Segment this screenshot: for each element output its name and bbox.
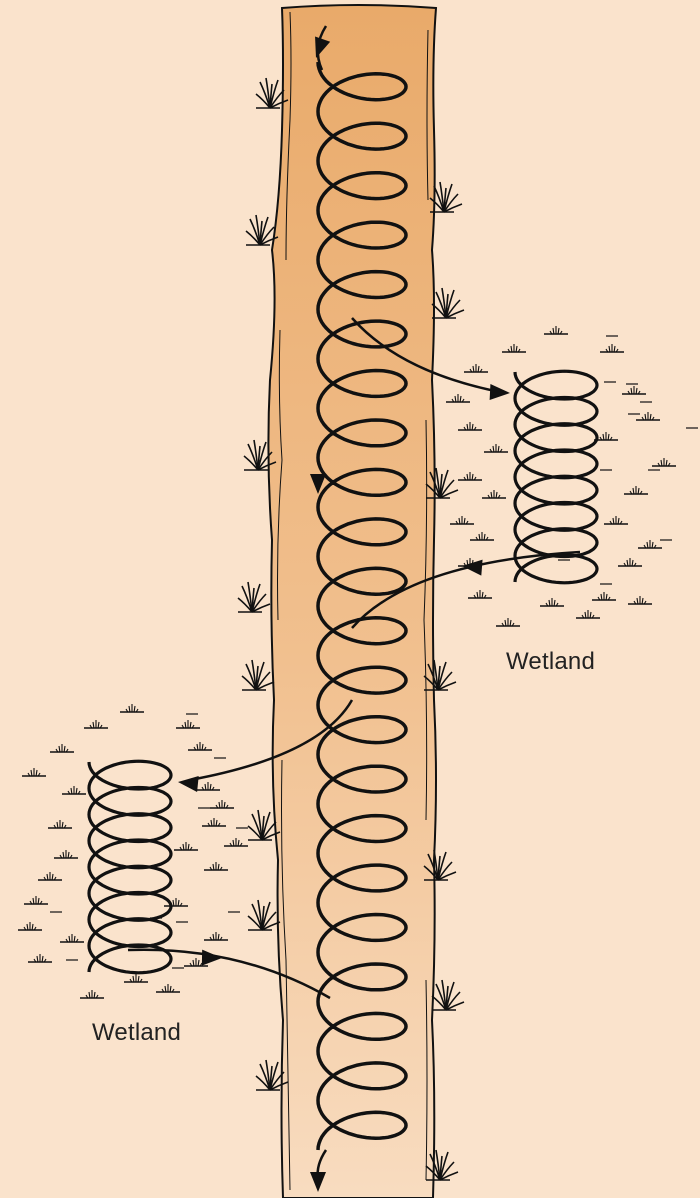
marsh-symbol — [174, 842, 198, 850]
marsh-symbol — [624, 486, 648, 494]
grass-tuft — [432, 980, 464, 1010]
marsh-symbol — [120, 704, 144, 712]
marsh-symbol — [636, 412, 660, 420]
marsh-symbol — [204, 932, 228, 940]
marsh-symbol — [60, 934, 84, 942]
marsh-symbol — [48, 820, 72, 828]
marsh-symbol — [22, 768, 46, 776]
marsh-symbol — [600, 344, 624, 352]
marsh-symbol — [622, 386, 646, 394]
marsh-symbol — [638, 540, 662, 548]
wetland-label-left: Wetland — [92, 1019, 181, 1047]
marsh-symbol — [544, 326, 568, 334]
marsh-symbol — [176, 720, 200, 728]
grass-tuft — [238, 582, 270, 612]
marsh-symbol — [484, 444, 508, 452]
marsh-symbol — [124, 974, 148, 982]
marsh-symbol — [18, 922, 42, 930]
marsh-symbol — [470, 532, 494, 540]
marsh-symbol — [604, 516, 628, 524]
wetland-label-right: Wetland — [506, 648, 595, 676]
marsh-symbol — [450, 516, 474, 524]
marsh-symbol — [458, 472, 482, 480]
marsh-symbol — [502, 344, 526, 352]
arrowhead-to-left-wetland — [178, 776, 199, 792]
marsh-symbol — [592, 592, 616, 600]
wetland-right-coil — [515, 371, 597, 583]
marsh-symbol — [224, 838, 248, 846]
marsh-symbol — [188, 742, 212, 750]
marsh-symbol — [496, 618, 520, 626]
marsh-symbol — [576, 610, 600, 618]
marsh-symbol — [464, 364, 488, 372]
grass-tuft — [248, 900, 280, 930]
arrowhead-from-left-wetland — [202, 950, 222, 966]
marsh-symbol — [618, 558, 642, 566]
stream-channel — [268, 5, 436, 1198]
marsh-symbol — [202, 818, 226, 826]
marsh-symbol — [54, 850, 78, 858]
grass-tuft — [242, 660, 274, 690]
marsh-symbol — [62, 786, 86, 794]
marsh-symbol — [38, 872, 62, 880]
marsh-symbol — [540, 598, 564, 606]
marsh-symbol — [446, 394, 470, 402]
marsh-symbol — [210, 800, 234, 808]
marsh-symbol — [84, 720, 108, 728]
marsh-symbol — [468, 590, 492, 598]
marsh-symbol — [196, 782, 220, 790]
wetland-left-coil — [89, 761, 171, 973]
marsh-symbol — [80, 990, 104, 998]
marsh-symbol — [24, 896, 48, 904]
marsh-symbol — [28, 954, 52, 962]
marsh-symbol — [628, 596, 652, 604]
marsh-symbol — [652, 458, 676, 466]
arrowhead-to-right-wetland — [490, 384, 510, 400]
marsh-symbol — [50, 744, 74, 752]
marsh-symbol — [458, 422, 482, 430]
grass-tuft — [432, 288, 464, 318]
marsh-symbol — [204, 862, 228, 870]
marsh-symbol — [482, 490, 506, 498]
marsh-symbol — [156, 984, 180, 992]
